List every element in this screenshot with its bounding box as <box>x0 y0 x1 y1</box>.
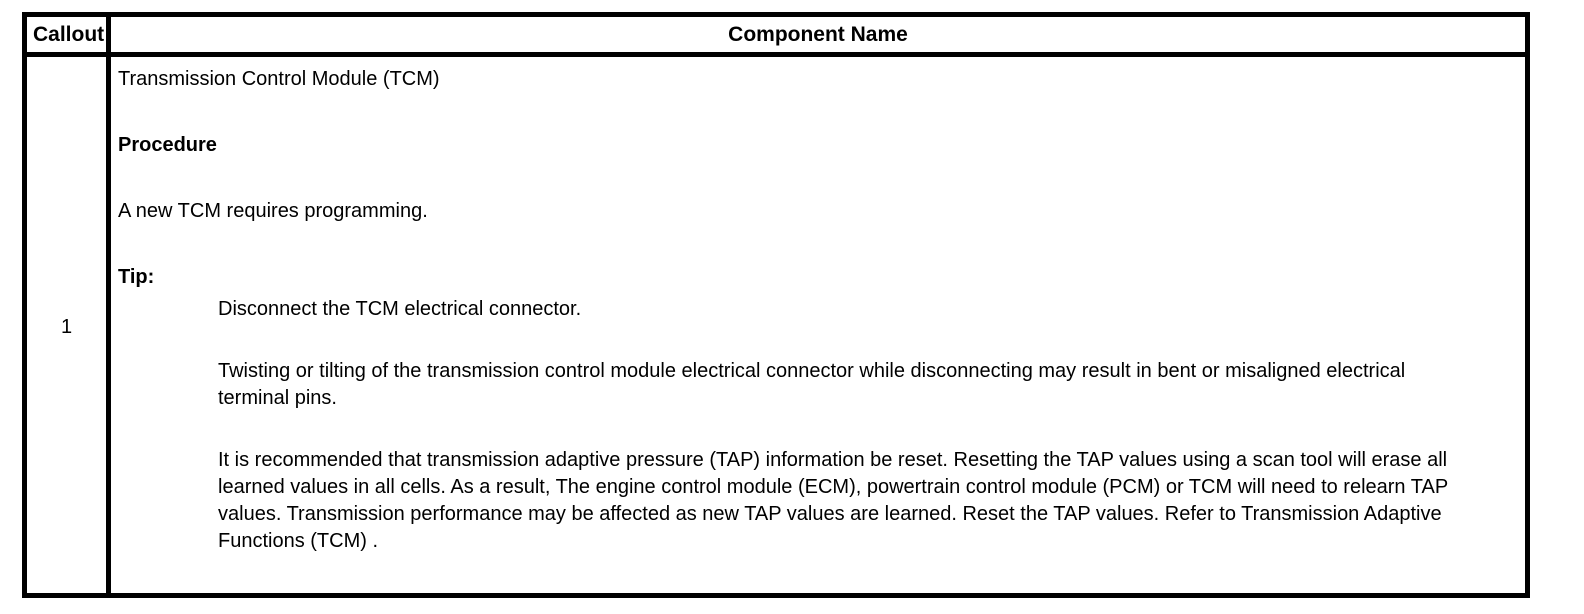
callout-column-header: Callout <box>27 17 111 52</box>
tip-label: Tip: <box>118 266 155 288</box>
component-title: Transmission Control Module (TCM) <box>118 68 440 90</box>
procedure-text: A new TCM requires programming. <box>118 200 428 222</box>
tip-item: It is recommended that transmission adap… <box>218 449 1448 552</box>
component-table: Callout Component Name 1 Transmission Co… <box>22 12 1530 598</box>
component-cell: Transmission Control Module (TCM) Proced… <box>111 57 1525 598</box>
table-row: 1 Transmission Control Module (TCM) Proc… <box>27 57 1525 598</box>
procedure-heading: Procedure <box>118 134 217 156</box>
table-header-row: Callout Component Name <box>27 17 1525 57</box>
callout-number: 1 <box>27 57 111 598</box>
tip-item: Disconnect the TCM electrical connector. <box>218 298 582 320</box>
component-name-column-header: Component Name <box>728 23 908 46</box>
tip-item: Twisting or tilting of the transmission … <box>218 360 1406 409</box>
